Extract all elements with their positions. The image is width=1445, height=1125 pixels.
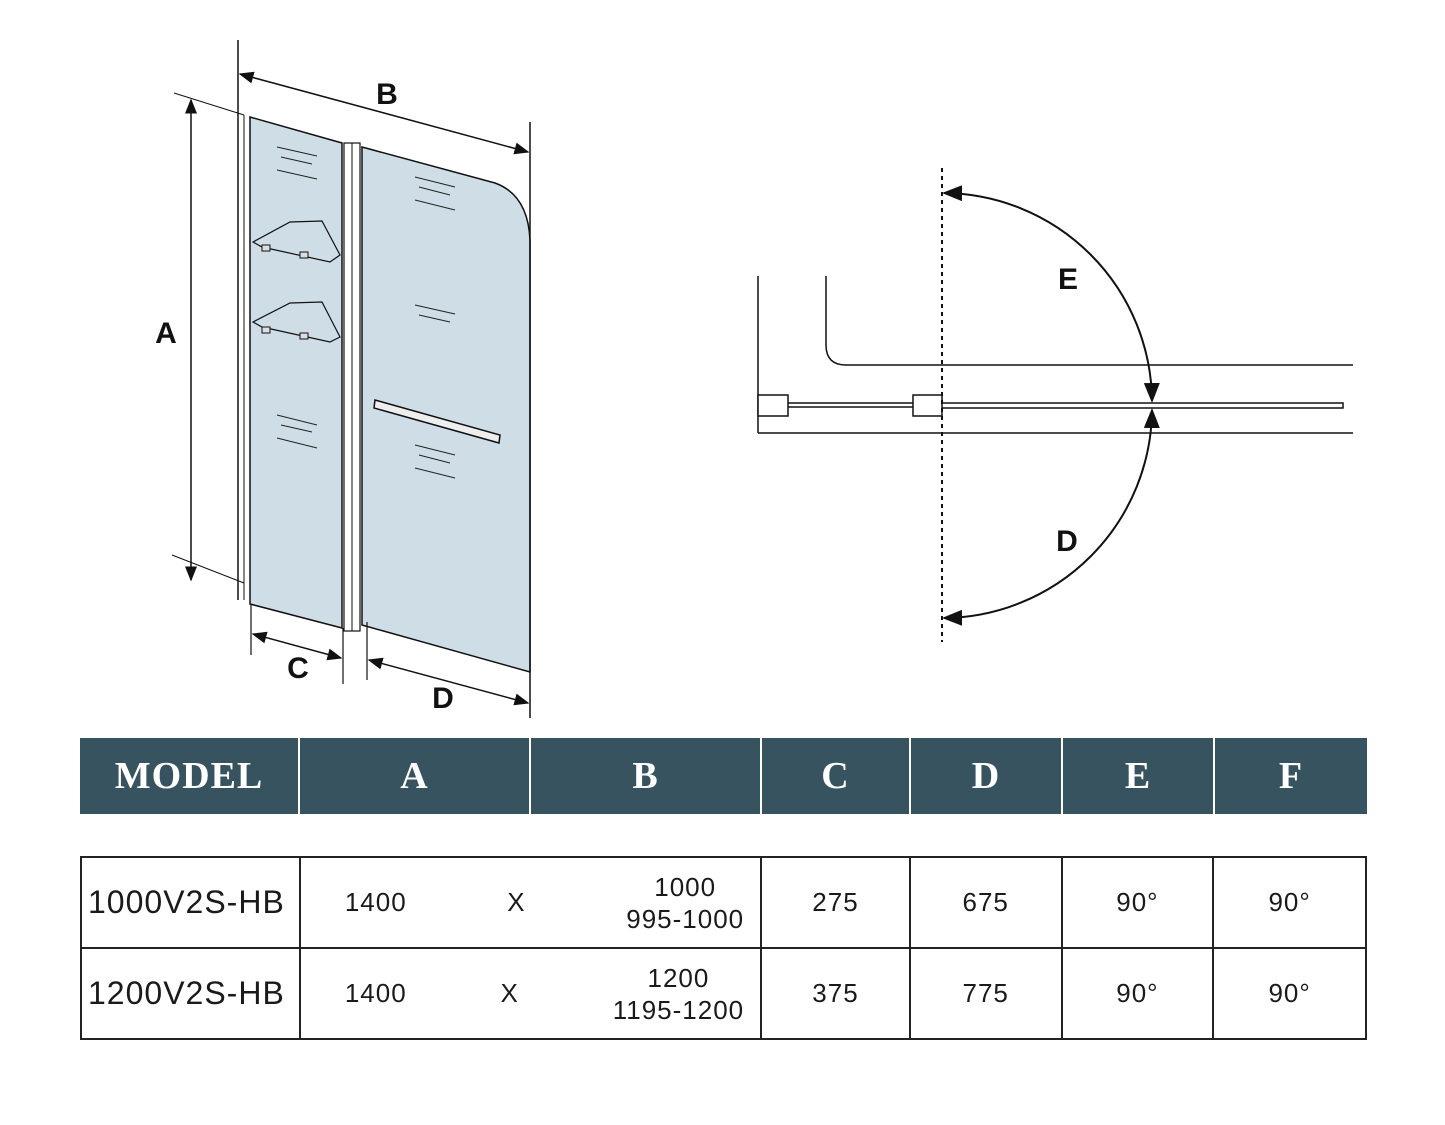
a-value: 1400 (344, 887, 407, 917)
a-value: 1400 (344, 978, 407, 1008)
wall-bracket (757, 394, 789, 417)
header-e: E (1061, 738, 1214, 814)
c-cell: 375 (760, 947, 911, 1040)
e-cell: 90° (1060, 856, 1215, 949)
f-cell: 90° (1212, 947, 1367, 1040)
b-value: 1000 (654, 871, 717, 902)
d-cell: 675 (908, 856, 1063, 949)
spec-table-header: MODEL A B C D E F (80, 738, 1367, 814)
header-model: MODEL (80, 738, 299, 814)
dimension-label-d: D (432, 682, 454, 715)
model-cell: 1000V2S-HB (80, 856, 301, 949)
f-cell: 90° (1212, 856, 1367, 949)
header-c: C (760, 738, 910, 814)
b-range: 1195-1200 (612, 994, 745, 1025)
angle-label-d: D (1056, 525, 1078, 558)
header-a: A (298, 738, 530, 814)
d-cell: 775 (908, 947, 1063, 1040)
towel-bar (373, 399, 501, 444)
b-value: 1200 (647, 962, 710, 993)
header-d: D (909, 738, 1062, 814)
e-cell: 90° (1060, 947, 1215, 1040)
b-range: 995-1000 (626, 903, 745, 934)
times-sign: X (507, 887, 526, 917)
left-glass-panel (249, 116, 343, 629)
dimension-label-c: C (287, 652, 309, 685)
front-view: A B C D (155, 40, 531, 718)
dimension-label-a: A (155, 317, 177, 350)
product-diagram: A B C D E D (155, 40, 1353, 718)
dimension-label-b: B (376, 78, 398, 111)
c-cell: 275 (760, 856, 911, 949)
hinge-block (912, 394, 943, 417)
times-sign: X (500, 978, 519, 1008)
header-f: F (1213, 738, 1367, 814)
header-b: B (529, 738, 761, 814)
top-view: E D (757, 168, 1353, 642)
model-cell: 1200V2S-HB (80, 947, 301, 1040)
angle-label-e: E (1058, 263, 1078, 296)
